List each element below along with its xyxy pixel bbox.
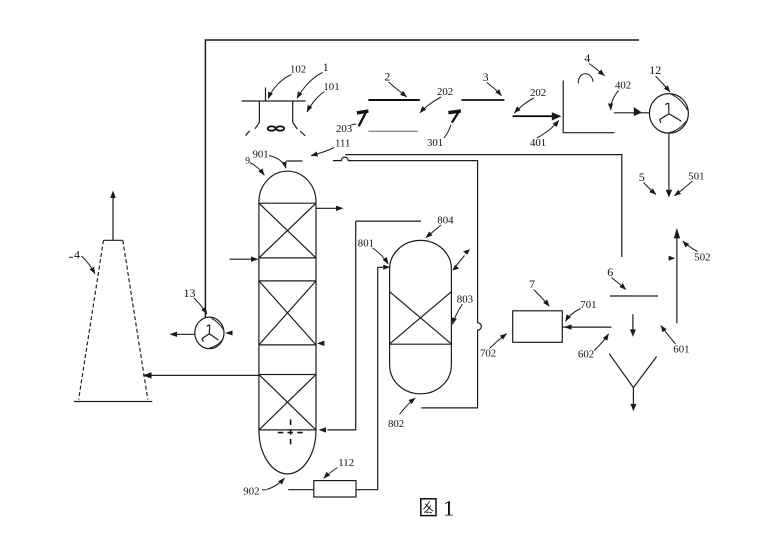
svg-text:702: 702 bbox=[480, 348, 496, 360]
svg-text:804: 804 bbox=[437, 214, 454, 226]
svg-text:102: 102 bbox=[290, 64, 306, 76]
svg-text:1: 1 bbox=[323, 60, 329, 74]
svg-text:1: 1 bbox=[443, 495, 454, 520]
svg-text:501: 501 bbox=[688, 171, 704, 183]
svg-text:3: 3 bbox=[483, 70, 489, 84]
svg-text:402: 402 bbox=[615, 80, 631, 92]
svg-text:111: 111 bbox=[335, 137, 350, 149]
svg-text:4: 4 bbox=[74, 247, 80, 261]
svg-text:101: 101 bbox=[323, 81, 339, 93]
svg-text:803: 803 bbox=[457, 294, 473, 306]
svg-text:902: 902 bbox=[243, 485, 259, 497]
svg-text:401: 401 bbox=[530, 137, 546, 149]
svg-text:701: 701 bbox=[580, 299, 596, 311]
svg-text:502: 502 bbox=[694, 252, 710, 264]
svg-text:9: 9 bbox=[245, 156, 250, 166]
svg-text:12: 12 bbox=[649, 63, 661, 77]
svg-text:301: 301 bbox=[427, 137, 443, 149]
svg-text:602: 602 bbox=[578, 349, 594, 361]
svg-text:901: 901 bbox=[253, 149, 269, 161]
svg-text:202: 202 bbox=[530, 87, 546, 99]
svg-text:801: 801 bbox=[358, 237, 374, 249]
svg-text:2: 2 bbox=[384, 70, 390, 84]
svg-text:13: 13 bbox=[184, 286, 196, 300]
svg-text:802: 802 bbox=[388, 418, 404, 430]
svg-text:6: 6 bbox=[607, 265, 613, 279]
svg-text:601: 601 bbox=[673, 344, 689, 356]
svg-text:7: 7 bbox=[529, 277, 535, 291]
svg-text:203: 203 bbox=[336, 123, 352, 135]
svg-text:112: 112 bbox=[338, 457, 354, 469]
svg-text:5: 5 bbox=[639, 170, 645, 184]
svg-text:4: 4 bbox=[584, 51, 590, 65]
svg-text:202: 202 bbox=[437, 86, 453, 98]
